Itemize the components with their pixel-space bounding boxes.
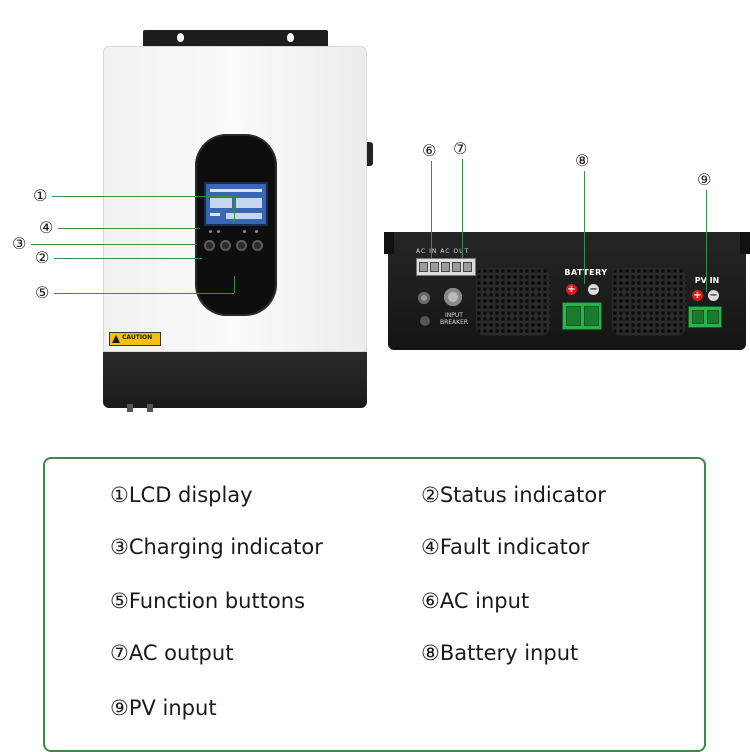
legend-item-pv-input: ⑨PV input	[110, 696, 217, 720]
callout-line	[54, 293, 234, 294]
terminal	[430, 262, 439, 272]
callout-line	[31, 244, 197, 245]
legend-item-ac-output: ⑦AC output	[110, 641, 234, 665]
callout-line	[58, 228, 200, 229]
status-led	[209, 230, 212, 233]
cooling-fan	[476, 268, 550, 336]
legend-item-battery-input: ⑧Battery input	[421, 641, 579, 665]
callout-marker: ⑦	[453, 139, 468, 158]
caution-text: CAUTION	[122, 334, 153, 341]
function-button[interactable]	[236, 240, 247, 251]
function-button[interactable]	[252, 240, 263, 251]
control-panel	[195, 134, 277, 316]
pv-label: PV IN	[694, 276, 720, 285]
lcd-segment	[210, 198, 232, 208]
mounting-bracket	[143, 30, 328, 48]
terminal	[463, 262, 472, 272]
legend-item-fault-indicator: ④Fault indicator	[421, 535, 590, 559]
terminal-slot	[566, 306, 581, 326]
status-led	[217, 230, 220, 233]
terminal-header: AC IN AC OUT	[416, 248, 470, 255]
positive-icon: +	[692, 290, 703, 301]
lcd-display	[204, 182, 268, 226]
terminal-slot	[584, 306, 599, 326]
terminal-slot	[692, 310, 704, 324]
callout-marker: ⑤	[35, 283, 50, 302]
negative-icon: −	[588, 284, 599, 295]
screw	[420, 316, 430, 326]
negative-icon: −	[708, 290, 719, 301]
caution-label: CAUTION	[109, 332, 161, 346]
callout-line	[706, 190, 707, 292]
foot	[147, 404, 153, 412]
legend-item-status-indicator: ②Status indicator	[421, 483, 606, 507]
legend-item-ac-input: ⑥AC input	[421, 589, 530, 613]
input-breaker-label: INPUT BREAKER	[439, 312, 469, 326]
terminal	[419, 262, 428, 272]
terminal	[441, 262, 450, 272]
battery-terminal	[562, 302, 602, 330]
function-button[interactable]	[204, 240, 215, 251]
callout-marker: ⑨	[697, 170, 712, 189]
callout-line	[584, 171, 585, 284]
callout-line	[234, 196, 235, 222]
callout-line	[54, 258, 202, 259]
pv-terminal	[688, 306, 722, 328]
callout-marker: ②	[35, 248, 50, 267]
bracket-hole	[177, 33, 184, 42]
legend-item-charging-indicator: ③Charging indicator	[110, 535, 323, 559]
function-button[interactable]	[220, 240, 231, 251]
inverter-front-view: CAUTION	[103, 46, 373, 412]
grounding-knob	[418, 292, 430, 304]
ac-terminal-strip	[416, 258, 476, 276]
side-stub	[367, 142, 373, 166]
callout-marker: ⑥	[422, 141, 437, 160]
legend-item-lcd-display: ①LCD display	[110, 483, 253, 507]
legend-item-function-buttons: ⑤Function buttons	[110, 589, 306, 613]
inverter-bottom-view: AC IN AC OUT INPUT BREAKER BATTERY + − P…	[384, 232, 750, 350]
callout-line	[431, 161, 432, 258]
mount-tab	[384, 232, 394, 254]
callout-marker: ④	[39, 218, 54, 237]
lcd-segment	[236, 198, 262, 208]
callout-marker: ⑧	[575, 151, 590, 170]
lcd-segment	[210, 189, 262, 192]
terminal	[452, 262, 461, 272]
callout-marker: ①	[33, 186, 48, 205]
cooling-fan	[612, 268, 686, 336]
warning-icon	[112, 335, 120, 343]
input-breaker[interactable]	[444, 288, 462, 306]
lcd-segment	[226, 213, 262, 219]
callout-line	[462, 159, 463, 258]
positive-icon: +	[566, 284, 577, 295]
bracket-hole	[287, 33, 294, 42]
foot	[127, 404, 133, 412]
mount-tab	[740, 232, 750, 254]
status-led	[255, 230, 258, 233]
front-base	[103, 352, 367, 408]
terminal-slot	[707, 310, 719, 324]
battery-label: BATTERY	[564, 268, 608, 277]
callout-line	[52, 196, 234, 197]
callout-line	[234, 276, 235, 293]
status-led	[243, 230, 246, 233]
lcd-segment	[210, 213, 220, 216]
callout-marker: ③	[12, 234, 27, 253]
